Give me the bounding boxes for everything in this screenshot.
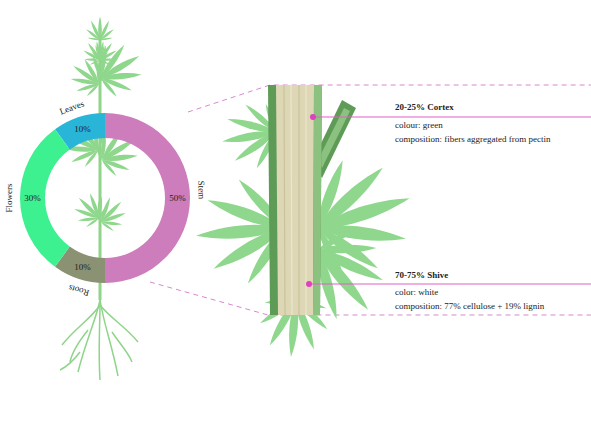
callout-heading: 70-75% Shive [395, 271, 448, 280]
callout-note: colour: green [395, 121, 443, 130]
segment-outline [20, 113, 190, 283]
callout-note: composition: fibers aggregated from pect… [395, 135, 550, 144]
part-name: Stem [196, 180, 206, 199]
percent-value: 10% [74, 262, 91, 271]
percent-value: 10% [74, 125, 91, 134]
segment-arc [105, 113, 190, 283]
stem-section [268, 85, 356, 315]
percent-value: 30% [24, 194, 41, 203]
callout-note: color: white [395, 288, 438, 297]
callout-note: composition: 77% cellulose + 19% lignin [395, 302, 544, 311]
hemp-plant [52, 17, 153, 380]
callout-heading: 20-25% Cortex [395, 103, 454, 112]
donut-segment: Flowers30% [20, 113, 190, 283]
plant-roots [60, 300, 138, 380]
part-name: Roots [67, 283, 90, 297]
zoom-guide [150, 85, 591, 315]
part-name: Leaves [59, 99, 86, 116]
percent-value: 50% [169, 194, 186, 203]
callout-leader [306, 114, 591, 287]
segment-arc [20, 129, 70, 267]
part-name: Flowers [5, 184, 14, 213]
